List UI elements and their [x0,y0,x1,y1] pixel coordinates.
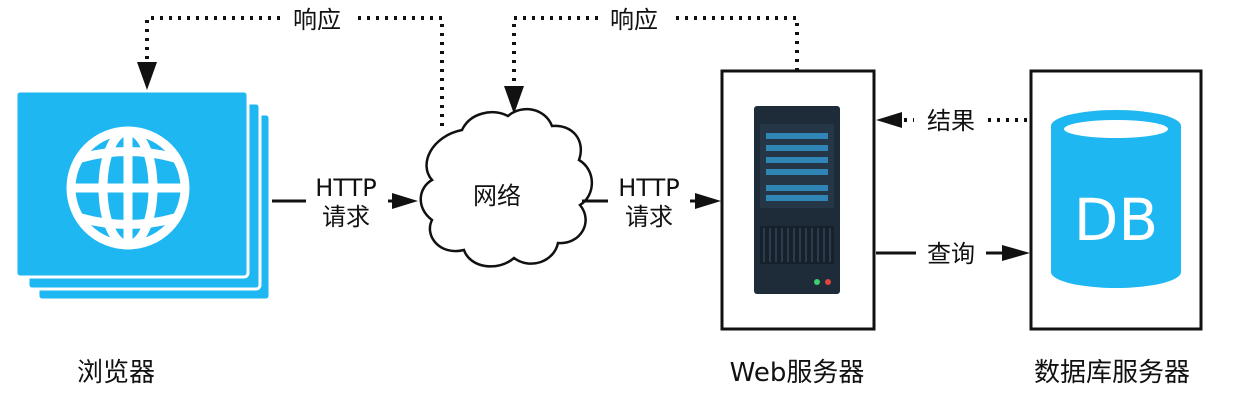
result-arrow: 结果 [876,107,1030,135]
response-path-right [512,16,799,84]
db-server-caption: 数据库服务器 [1034,358,1190,388]
browser-node [14,89,272,302]
browser-caption: 浏览器 [77,358,155,388]
query-label: 查询 [927,240,975,268]
result-label: 结果 [927,107,975,135]
response-arrow-right [504,86,524,114]
response-arrow-left [137,62,157,90]
request-label-left: 请求 [322,203,370,231]
response-label-left: 响应 [293,6,341,34]
database-cylinder-icon: DB [1051,110,1181,288]
http-request-arrow-left: HTTP 请求 [272,174,418,231]
globe-icon [66,126,190,250]
http-label-left: HTTP [315,174,376,202]
response-path-left [145,16,444,126]
query-arrow: 查询 [876,240,1030,268]
db-label: DB [1074,186,1158,254]
http-request-arrow-right: HTTP 请求 [582,174,721,231]
database-server-node: DB [1029,69,1203,331]
response-label-right: 响应 [610,6,658,34]
http-label-right: HTTP [618,174,679,202]
request-label-right: 请求 [625,203,673,231]
server-rack-icon [754,106,840,294]
web-server-caption: Web服务器 [730,358,865,388]
network-label: 网络 [473,182,521,210]
web-server-node [720,69,876,331]
cloud-icon: 网络 [419,107,594,268]
